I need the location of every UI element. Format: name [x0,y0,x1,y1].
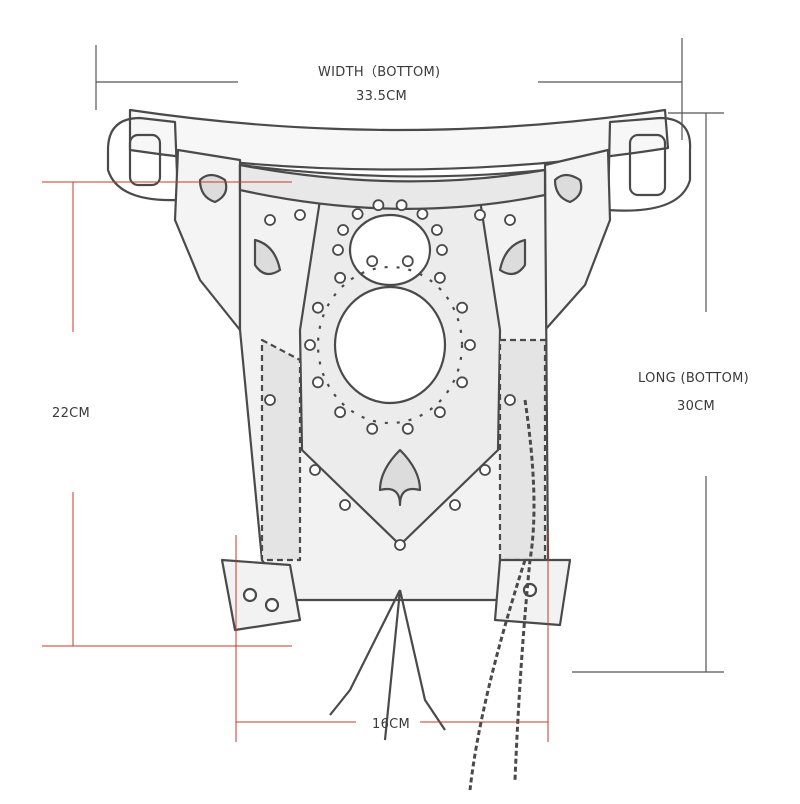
rivet-icon [351,208,364,220]
rivet-icon [474,209,486,221]
rivet-icon [372,199,385,212]
rivet-icon [464,339,476,351]
rivet-icon [430,224,443,236]
rivet-icon [456,376,469,389]
rivet-icon [294,209,306,221]
chain-icon [468,399,536,791]
width-label: WIDTH（BOTTOM) [318,65,441,80]
rivet-icon [264,394,276,406]
filigree-ornament-icon [378,448,422,507]
rivet-icon [401,255,414,268]
rivet-icon [449,499,461,511]
filigree-ornament-icon [498,238,527,276]
height-value: 22CM [52,406,91,421]
bottom-width-value: 16CM [372,717,411,732]
filigree-ornament-icon [553,173,583,204]
rivet-icon [334,271,347,284]
oval-window-icon [333,285,447,405]
rivet-icon [436,244,448,256]
long-label: LONG (BOTTOM) [638,371,750,386]
rivet-icon [264,214,276,226]
rivet-icon [366,255,379,268]
oval-window-icon [348,213,432,287]
rivet-icon [416,208,429,220]
rivet-icon [366,422,379,435]
rivet-icon [311,301,324,314]
right-wing [543,148,612,332]
rivet-icon [395,199,408,212]
rivet-icon [456,301,469,314]
rivet-icon [311,376,324,389]
rivet-icon [339,499,351,511]
rivet-icon [332,244,344,256]
left-buckle-inner [128,133,162,187]
ribbon-tie [329,589,446,741]
rivet-row [264,199,516,551]
right-lacing [498,338,547,562]
long-value: 30CM [677,399,716,414]
dimension-lines [42,38,724,742]
rivet-icon [433,406,446,419]
rivet-icon [504,394,516,406]
rivet-icon [433,271,446,284]
top-strap [128,108,670,171]
rivet-icon [394,539,406,551]
width-value: 33.5CM [356,89,408,104]
left-lacing [260,338,302,562]
belt-bag-sketch [106,108,692,791]
right-buckle-inner [628,133,667,197]
rivet-icon [479,464,491,476]
left-bottom-tab [220,558,302,632]
rivet-icon [334,406,347,419]
rivet-icon [242,587,258,603]
filigree-ornament-icon [253,238,282,276]
rivet-icon [304,339,316,351]
rivet-icon [504,214,516,226]
oval-window-ring [316,265,464,425]
flap-band [238,163,547,210]
rivet-icon [401,422,414,435]
rivet-icon [264,597,280,613]
rivet-icon [309,464,321,476]
rivet-icon [337,224,350,236]
